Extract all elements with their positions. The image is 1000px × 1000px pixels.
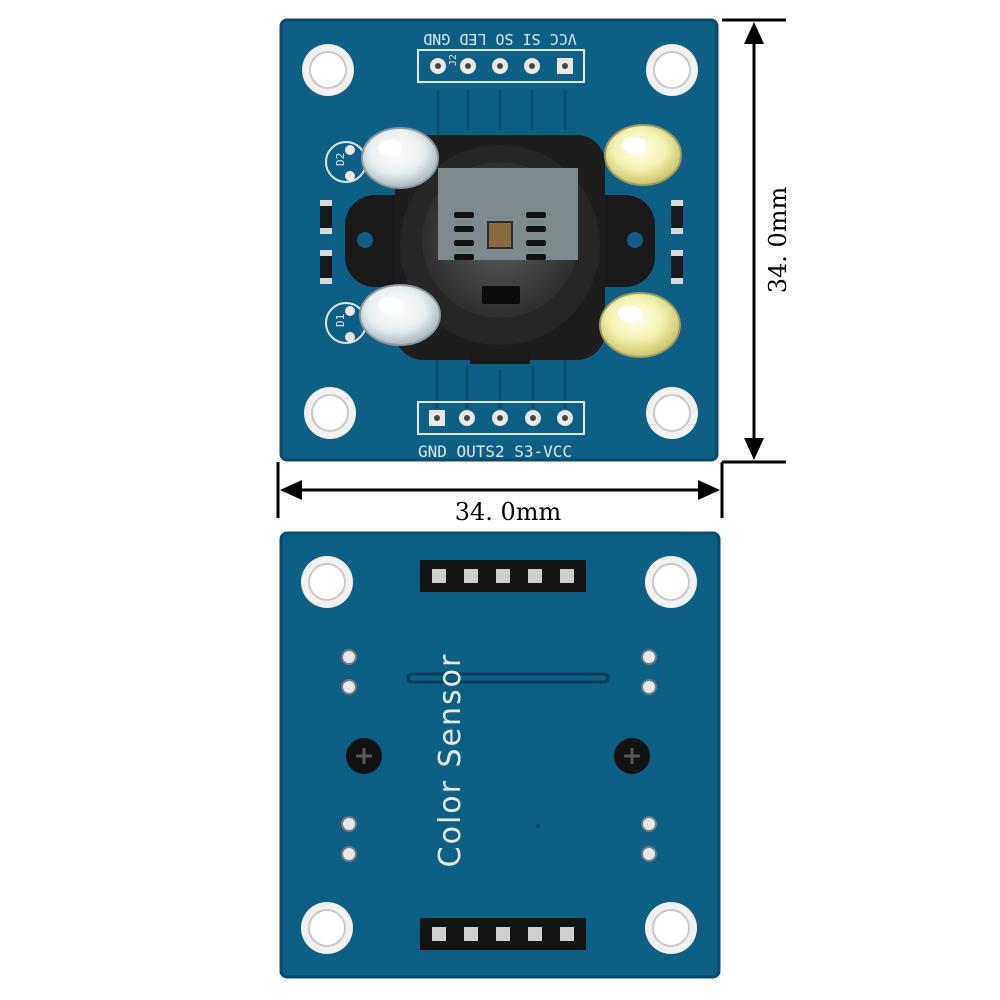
sensor-housing bbox=[345, 135, 655, 364]
mounting-hole-icon bbox=[301, 556, 353, 608]
mounting-hole-icon bbox=[304, 387, 356, 439]
bottom-header-outline bbox=[417, 401, 585, 435]
mounting-hole-icon bbox=[302, 44, 354, 96]
mounting-hole-icon bbox=[301, 902, 353, 954]
dimension-annotations: 34. 0mm 34. 0mm bbox=[276, 18, 792, 526]
width-dimension-label: 34. 0mm bbox=[455, 498, 562, 526]
led-icon bbox=[361, 127, 439, 189]
top-board: VCC SI SO LED GND J2 bbox=[279, 18, 719, 462]
top-header-label: VCC SI SO LED GND bbox=[423, 30, 577, 48]
back-pcb bbox=[279, 531, 721, 979]
top-header-ref: J2 bbox=[448, 54, 459, 66]
top-header-outline bbox=[417, 49, 585, 83]
back-top-header bbox=[420, 560, 586, 592]
screw-icon bbox=[346, 738, 382, 774]
arrow-up-icon bbox=[744, 22, 764, 44]
back-board: Color Sensor bbox=[279, 531, 721, 979]
led-icon bbox=[599, 292, 681, 358]
back-bottom-header bbox=[420, 918, 586, 950]
bottom-header-label: GND OUTS2 S3-VCC bbox=[418, 442, 572, 461]
top-header-pins bbox=[430, 58, 573, 74]
led-icon bbox=[359, 284, 441, 346]
resistor-icon bbox=[320, 250, 332, 284]
arrow-down-icon bbox=[744, 438, 764, 460]
screw-icon bbox=[614, 738, 650, 774]
height-dimension-label: 34. 0mm bbox=[764, 186, 792, 293]
resistor-icon bbox=[671, 250, 683, 284]
bottom-header-pins bbox=[429, 410, 573, 426]
silkscreen-slot bbox=[406, 672, 610, 684]
mounting-hole-icon bbox=[646, 387, 698, 439]
led-ref-label: D2 bbox=[334, 153, 347, 166]
mounting-hole-icon bbox=[646, 44, 698, 96]
led-icon bbox=[604, 124, 682, 186]
arrow-right-icon bbox=[698, 480, 720, 500]
back-board-title: Color Sensor bbox=[433, 653, 468, 868]
resistor-icon bbox=[671, 200, 683, 234]
solder-pads bbox=[341, 649, 657, 862]
led-ref-label: D1 bbox=[334, 314, 347, 327]
mounting-hole-icon bbox=[645, 556, 697, 608]
mounting-hole-icon bbox=[645, 902, 697, 954]
arrow-left-icon bbox=[280, 480, 302, 500]
resistor-icon bbox=[320, 200, 332, 234]
